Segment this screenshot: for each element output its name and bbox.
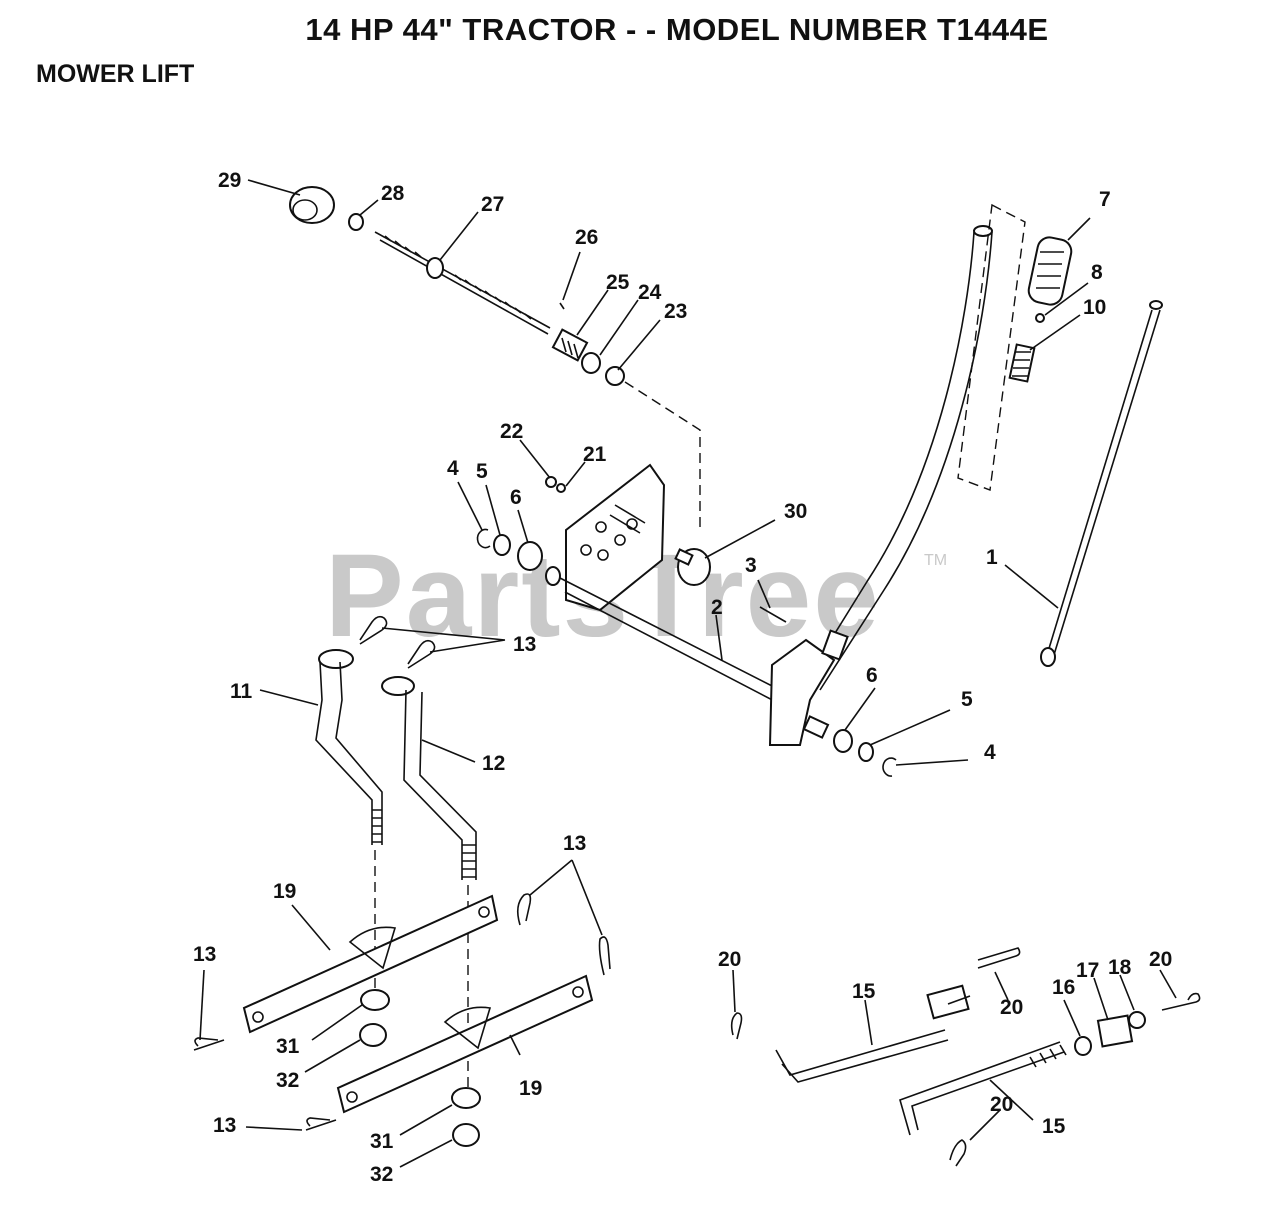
part-bushing-31b	[451, 1087, 481, 1109]
page-title: 14 HP 44" TRACTOR - - MODEL NUMBER T1444…	[305, 12, 1049, 47]
callout-13: 13	[213, 1114, 236, 1137]
callout-22: 22	[500, 420, 523, 443]
callout-20: 20	[1149, 948, 1172, 971]
callout-15: 15	[852, 980, 876, 1003]
part-spring-10	[1008, 343, 1036, 383]
part-hairpin-13a	[359, 615, 388, 645]
callout-11: 11	[230, 680, 253, 703]
callout-20: 20	[990, 1093, 1013, 1116]
callout-4: 4	[447, 457, 459, 480]
part-hairpin-13f	[598, 936, 611, 976]
part-hairpin-20b	[977, 947, 1021, 969]
part-hairpin-20a	[730, 1012, 743, 1040]
part-lift-rod-15a	[775, 984, 971, 1083]
part-washer-24	[581, 352, 601, 374]
callout-19: 19	[273, 880, 296, 903]
part-nut-32b	[452, 1123, 480, 1147]
part-nut-23	[605, 366, 625, 386]
callout-7: 7	[1099, 188, 1111, 211]
callout-32: 32	[370, 1163, 393, 1186]
callout-31: 31	[370, 1130, 394, 1153]
part-lift-link-12	[381, 676, 477, 880]
part-hairpin-20c	[1161, 992, 1201, 1011]
callout-6: 6	[510, 486, 522, 509]
callout-8: 8	[1091, 261, 1103, 284]
part-pin-26	[559, 302, 565, 310]
part-hairpin-20d	[949, 1139, 967, 1167]
callout-20: 20	[718, 948, 741, 971]
callout-3: 3	[745, 554, 757, 577]
callout-16: 16	[1052, 976, 1075, 999]
callout-10: 10	[1083, 296, 1106, 319]
part-washer-28	[348, 213, 364, 231]
callout-17: 17	[1076, 959, 1099, 982]
part-hairpin-13b	[407, 639, 436, 669]
callout-28: 28	[381, 182, 405, 205]
callout-12: 12	[482, 752, 505, 775]
callout-2: 2	[711, 596, 723, 619]
callout-27: 27	[481, 193, 504, 216]
trademark-mark: TM	[924, 552, 948, 569]
callout-30: 30	[784, 500, 807, 523]
callout-13: 13	[563, 832, 586, 855]
leader-lines	[199, 179, 1177, 1168]
callout-31: 31	[276, 1035, 300, 1058]
part-height-rod-1	[1040, 300, 1163, 667]
part-pin-21	[556, 483, 566, 493]
part-hairpin-13d	[305, 1117, 337, 1131]
callout-24: 24	[638, 281, 662, 304]
callout-25: 25	[606, 271, 630, 294]
callout-26: 26	[575, 226, 598, 249]
callout-1: 1	[986, 546, 998, 569]
part-pin-18	[1128, 1011, 1146, 1029]
callout-5: 5	[961, 688, 973, 711]
part-lift-handle	[768, 225, 993, 746]
part-lift-link-11	[315, 649, 383, 845]
part-block-17	[1096, 1014, 1134, 1048]
part-adjustment-rod	[374, 231, 551, 335]
callout-32: 32	[276, 1069, 299, 1092]
part-spring-25	[551, 328, 589, 362]
callout-13: 13	[193, 943, 216, 966]
callout-21: 21	[583, 443, 607, 466]
part-pin-3	[759, 606, 787, 623]
part-lift-shaft	[545, 566, 781, 705]
part-bushing-6	[517, 541, 543, 571]
part-washer-16	[1074, 1036, 1092, 1056]
part-lift-arm-19b	[336, 974, 594, 1114]
callout-5: 5	[476, 460, 488, 483]
callout-6: 6	[866, 664, 878, 687]
callout-4: 4	[984, 741, 996, 764]
part-hairpin-13e	[516, 893, 532, 926]
part-bushing-31a	[360, 989, 390, 1011]
callout-19: 19	[519, 1077, 542, 1100]
part-button-8	[1035, 313, 1045, 323]
part-lift-rod-15b	[899, 1041, 1067, 1136]
callout-13: 13	[513, 633, 536, 656]
callout-20: 20	[1000, 996, 1023, 1019]
callout-23: 23	[664, 300, 687, 323]
part-lift-arm-19a	[242, 894, 499, 1034]
part-washer-22	[545, 476, 557, 488]
part-nut-32a	[359, 1023, 387, 1047]
part-clip-4	[476, 528, 491, 549]
part-washer-5	[493, 534, 511, 556]
callout-18: 18	[1108, 956, 1132, 979]
part-mounting-plate	[565, 463, 666, 612]
part-knob	[289, 186, 335, 224]
callout-labels: 29 28 27 26 25 24 23 7 8 10 22 21 4 5 6 …	[193, 169, 1172, 1186]
section-title: MOWER LIFT	[36, 60, 195, 88]
part-clip-4b	[882, 757, 897, 777]
callout-15: 15	[1042, 1115, 1066, 1138]
part-bushing-6b	[833, 729, 853, 753]
part-handle-grip-7	[957, 203, 1073, 491]
part-washer-5b	[858, 742, 874, 762]
callout-29: 29	[218, 169, 241, 192]
part-hairpin-13c	[193, 1037, 225, 1051]
